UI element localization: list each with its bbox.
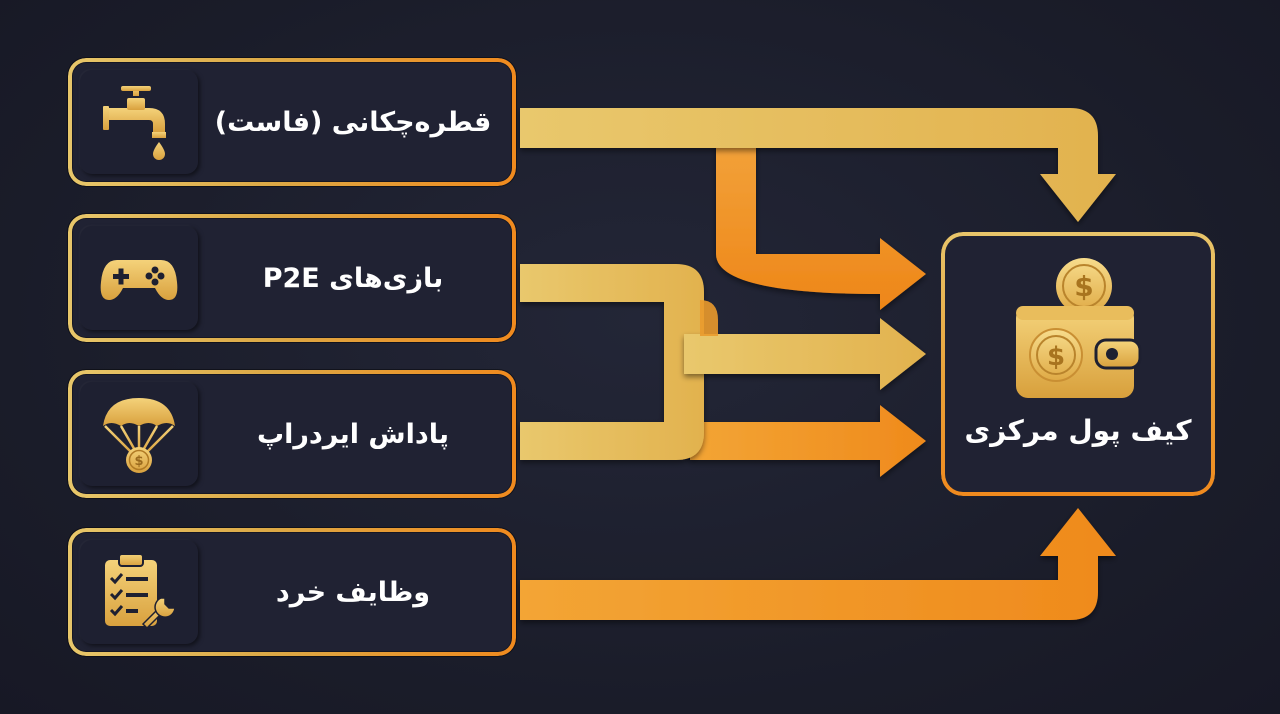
gamepad-icon [80,226,198,330]
svg-text:$: $ [134,454,143,469]
svg-text:$: $ [1074,270,1093,303]
central-wallet-label: کیف پول مرکزی [964,414,1192,447]
source-micro-tasks: وظایف خرد [68,528,516,656]
source-airdrop: $ پاداش ایردراپ [68,370,516,498]
flow-arrow-p2e [684,318,926,390]
source-label-tasks: وظایف خرد [275,576,431,608]
source-p2e-games: بازی‌های P2E [68,214,516,342]
flow-loop-p2e-airdrop [520,264,704,460]
clipboard-tasks-icon [80,540,198,644]
source-faucet: قطره‌چکانی (فاست) [68,58,516,186]
source-label-airdrop: پاداش ایردراپ [256,418,450,450]
central-wallet: $ $ کیف پول مرکزی [941,232,1215,496]
source-label-faucet: قطره‌چکانی (فاست) [214,106,492,138]
flow-arrow-faucet [520,108,1116,222]
flow-arrow-airdrop [690,405,926,477]
source-label-p2e: بازی‌های P2E [262,262,444,294]
wallet-coins-icon: $ $ [1016,258,1142,398]
faucet-icon [80,70,198,174]
flow-arrow-tasks [520,508,1116,620]
svg-text:$: $ [1047,342,1065,372]
airdrop-parachute-icon: $ [80,382,198,486]
flow-arrow-faucet-branch [716,140,926,310]
